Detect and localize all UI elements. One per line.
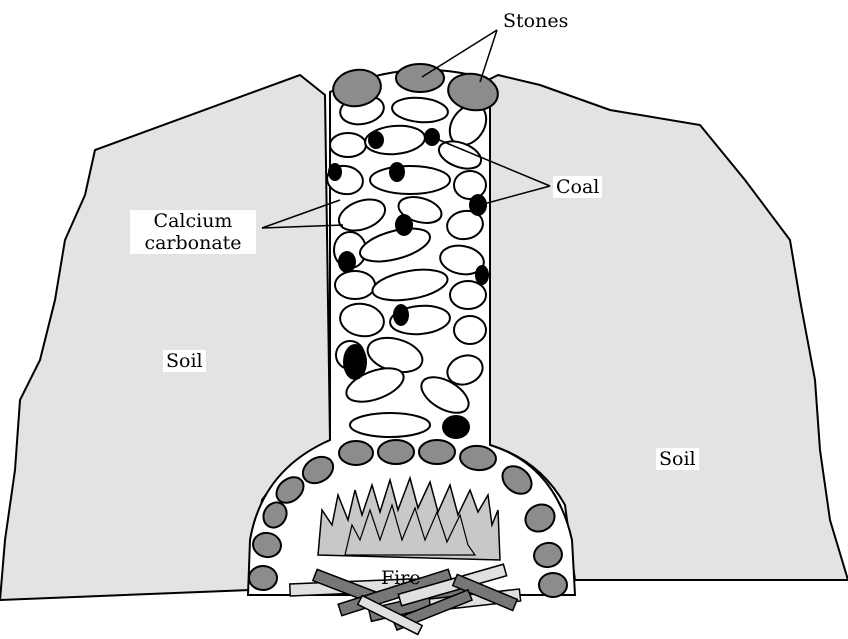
limestone-lump xyxy=(330,133,366,157)
label-calcium-carbonate: Calcium carbonate xyxy=(130,210,256,254)
stone xyxy=(539,573,567,597)
coal-piece xyxy=(395,214,413,236)
coal-piece xyxy=(328,163,342,181)
label-soil-left: Soil xyxy=(163,350,206,372)
stone xyxy=(378,440,414,464)
stone xyxy=(249,566,277,590)
coal-piece xyxy=(368,131,384,149)
label-fire: Fire xyxy=(378,567,424,589)
stone xyxy=(339,441,373,465)
label-calcium-line1: Calcium xyxy=(133,210,253,232)
limestone-lump xyxy=(450,281,486,309)
label-stones: Stones xyxy=(500,10,571,32)
coal-piece xyxy=(343,344,367,380)
coal-piece xyxy=(475,265,489,285)
label-soil-right: Soil xyxy=(656,448,699,470)
leader-stones-1 xyxy=(422,30,497,77)
limestone-lump xyxy=(370,166,450,194)
coal-piece xyxy=(393,304,409,326)
coal-piece xyxy=(442,415,470,439)
limestone-lump xyxy=(454,316,486,344)
label-calcium-line2: carbonate xyxy=(133,232,253,254)
label-coal: Coal xyxy=(553,176,602,198)
limestone-lump xyxy=(350,413,430,437)
coal-piece xyxy=(338,251,356,273)
leader-stones-2 xyxy=(480,30,497,82)
limestone-lump xyxy=(335,271,375,299)
coal-piece xyxy=(389,162,405,182)
stone xyxy=(419,440,455,464)
coal-piece xyxy=(469,194,487,216)
